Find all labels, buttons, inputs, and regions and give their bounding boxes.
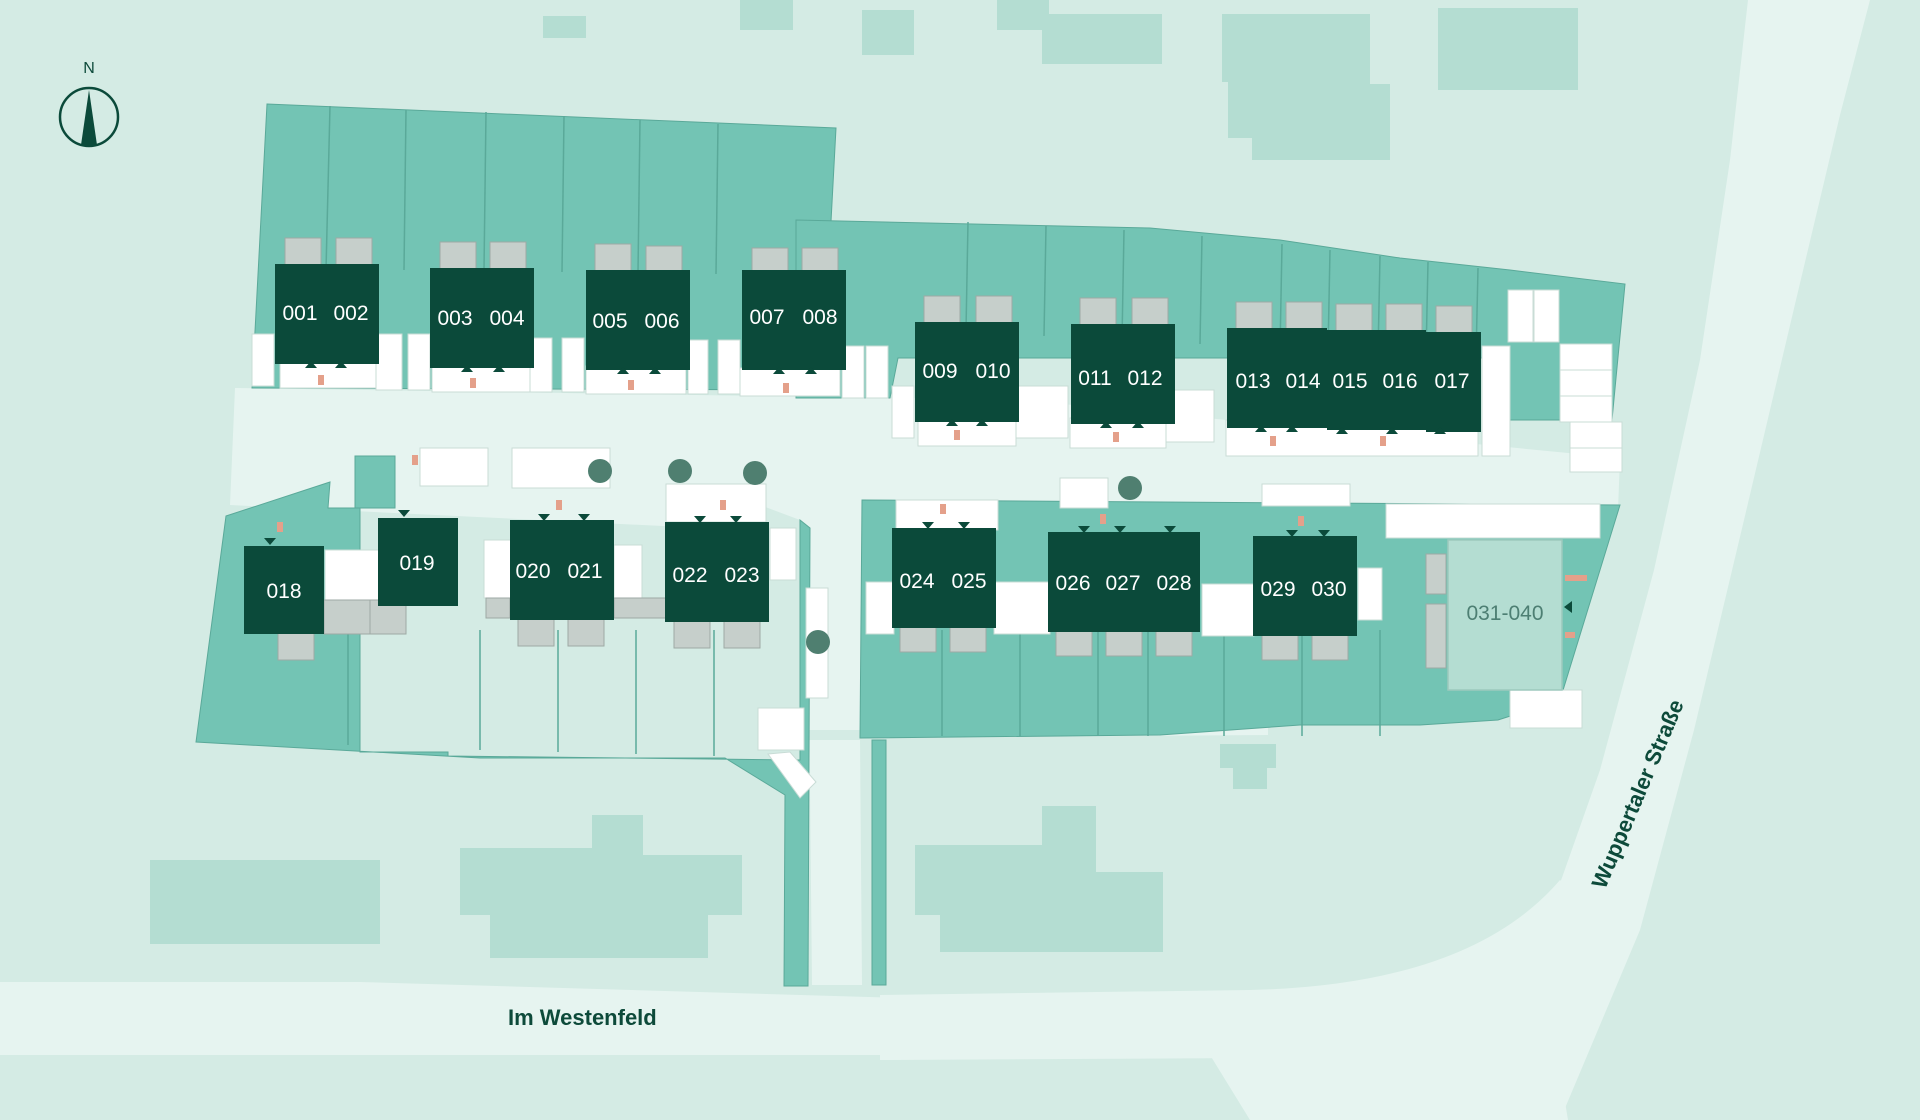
svg-text:001: 001 [282, 302, 317, 325]
entrance-markers [277, 375, 1587, 638]
house-009[interactable]: 009 [915, 322, 967, 422]
entrance-arrows [264, 361, 1572, 613]
svg-text:018: 018 [266, 580, 301, 603]
neighbor-buildings [150, 0, 1578, 958]
house-027[interactable]: 027 [1099, 532, 1149, 632]
roads [0, 0, 1870, 1120]
street-label-im-westenfeld: Im Westenfeld [508, 1005, 657, 1030]
svg-text:024: 024 [899, 570, 934, 593]
svg-text:022: 022 [672, 564, 707, 587]
house-017[interactable]: 017 [1426, 332, 1481, 432]
house-020[interactable]: 020 [510, 520, 562, 620]
trees [588, 459, 1142, 654]
svg-text:015: 015 [1332, 370, 1367, 393]
svg-text:013: 013 [1235, 370, 1270, 393]
house-029[interactable]: 029 [1253, 536, 1305, 636]
house-012[interactable]: 012 [1123, 324, 1175, 424]
house-007[interactable]: 007 [742, 270, 794, 370]
compass: N [58, 60, 120, 148]
svg-text:016: 016 [1382, 370, 1417, 393]
compass-needle-icon [81, 90, 97, 145]
garden-dividers [325, 105, 1479, 756]
svg-text:017: 017 [1434, 370, 1469, 393]
house-030[interactable]: 030 [1305, 536, 1357, 636]
house-023[interactable]: 023 [717, 522, 769, 622]
house-026[interactable]: 026 [1048, 532, 1099, 632]
svg-text:023: 023 [724, 564, 759, 587]
svg-text:025: 025 [951, 570, 986, 593]
svg-text:010: 010 [975, 360, 1010, 383]
house-016[interactable]: 016 [1376, 330, 1426, 430]
svg-text:009: 009 [922, 360, 957, 383]
apartment-block-031-040[interactable]: 031-040 [1447, 539, 1563, 691]
house-013[interactable]: 013 [1227, 328, 1278, 428]
house-002[interactable]: 002 [327, 264, 379, 364]
svg-text:003: 003 [437, 307, 472, 330]
svg-text:004: 004 [489, 307, 524, 330]
svg-text:027: 027 [1105, 572, 1140, 595]
compass-north-label: N [83, 60, 95, 77]
house-011[interactable]: 011 [1071, 324, 1123, 424]
svg-text:005: 005 [592, 310, 627, 333]
house-004[interactable]: 004 [482, 268, 534, 368]
house-024[interactable]: 024 [892, 528, 944, 628]
svg-text:014: 014 [1285, 370, 1320, 393]
house-014[interactable]: 014 [1278, 328, 1327, 428]
house-028[interactable]: 028 [1149, 532, 1200, 632]
house-019[interactable]: 019 [378, 518, 458, 606]
svg-text:012: 012 [1127, 367, 1162, 390]
svg-text:029: 029 [1260, 578, 1295, 601]
svg-text:021: 021 [567, 560, 602, 583]
svg-text:028: 028 [1156, 572, 1191, 595]
compass-circle-icon [58, 86, 120, 148]
svg-text:026: 026 [1055, 572, 1090, 595]
svg-text:008: 008 [802, 306, 837, 329]
house-006[interactable]: 006 [638, 270, 690, 370]
house-022[interactable]: 022 [665, 522, 717, 622]
house-018[interactable]: 018 [244, 546, 324, 634]
svg-text:011: 011 [1078, 367, 1111, 390]
svg-text:030: 030 [1311, 578, 1346, 601]
house-001[interactable]: 001 [275, 264, 327, 364]
svg-text:019: 019 [399, 552, 434, 575]
house-005[interactable]: 005 [586, 270, 638, 370]
svg-text:020: 020 [515, 560, 550, 583]
house-008[interactable]: 008 [794, 270, 846, 370]
svg-text:002: 002 [333, 302, 368, 325]
house-010[interactable]: 010 [967, 322, 1019, 422]
house-025[interactable]: 025 [944, 528, 996, 628]
house-015[interactable]: 015 [1327, 330, 1376, 430]
house-003[interactable]: 003 [430, 268, 482, 368]
svg-text:006: 006 [644, 310, 679, 333]
house-021[interactable]: 021 [562, 520, 614, 620]
apartment-block-label: 031-040 [1466, 602, 1543, 625]
houses[interactable]: 001 002 003 004 005 006 007 008 009 010 … [244, 264, 1481, 636]
svg-text:007: 007 [749, 306, 784, 329]
